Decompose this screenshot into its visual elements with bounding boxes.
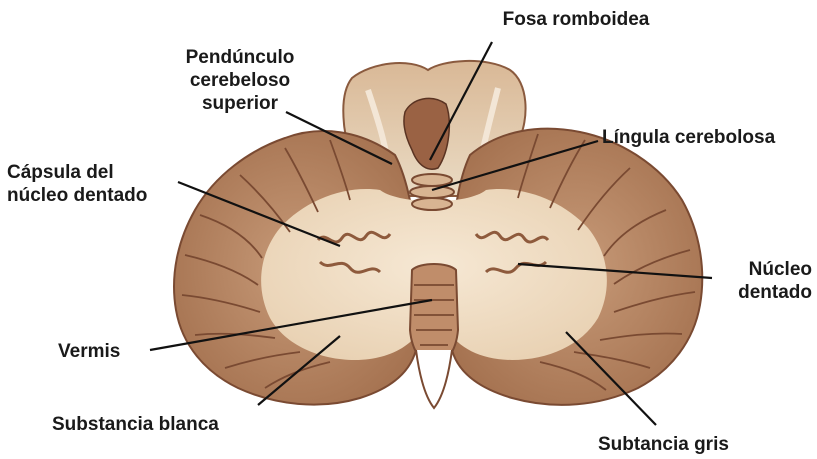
label-vermis: Vermis xyxy=(58,340,158,363)
label-nucleo-dentado: Núcleo dentado xyxy=(690,258,812,304)
label-fosa-romboidea: Fosa romboidea xyxy=(456,8,696,31)
label-substancia-blanca: Substancia blanca xyxy=(52,413,292,436)
label-pedunculo: Pendúnculo cerebeloso superior xyxy=(150,46,330,115)
label-lingula: Língula cerebolosa xyxy=(602,126,812,149)
label-subtancia-gris: Subtancia gris xyxy=(598,433,798,456)
lingula xyxy=(410,174,454,210)
label-capsula: Cápsula del núcleo dentado xyxy=(7,161,197,207)
